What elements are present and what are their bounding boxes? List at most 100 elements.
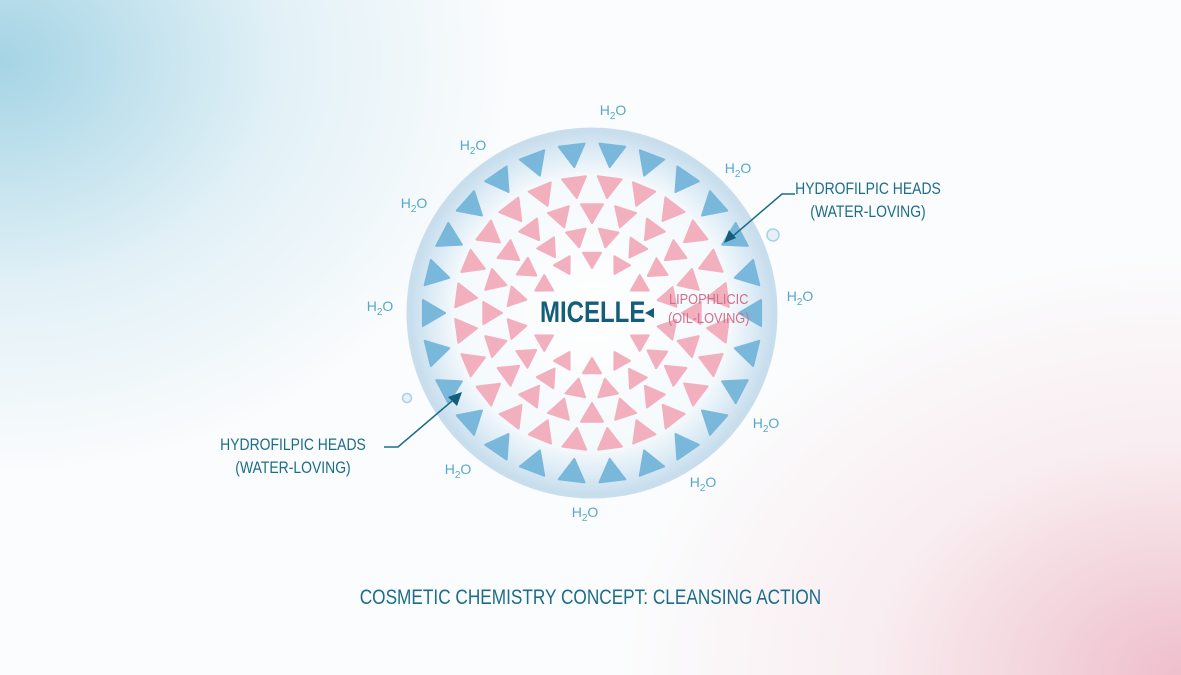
h2o-label: H2O (460, 137, 487, 157)
h2o-label: H2O (600, 102, 627, 122)
lipophilic-tail-triangle (484, 335, 508, 359)
lipophilic-tail-triangle (518, 217, 541, 242)
lipophilic-tail-triangle (475, 219, 501, 244)
lipophilic-tail-triangle (681, 301, 702, 325)
hydrophilic-head-triangle (598, 142, 627, 169)
lipophilic-tail-triangle (631, 181, 657, 207)
left-label-line1: HYDROFILPIC HEADS (220, 435, 366, 454)
lipophilic-tail-triangle (614, 205, 638, 229)
right-label-line2: (WATER-LOVING) (810, 202, 926, 221)
h2o-label: H2O (572, 504, 599, 524)
lipophilic-tail-triangle (613, 350, 631, 371)
lipophilic-tail-triangle (643, 217, 666, 242)
lipophilic-tail-triangle (553, 350, 571, 371)
hydrophilic-head-triangle (423, 339, 451, 368)
h2o-sub: 2 (734, 168, 741, 180)
lipophilic-tail-triangle (582, 251, 602, 269)
lipophilic-tail-triangle (498, 404, 523, 430)
hydrophilic-head-triangle (455, 190, 483, 217)
lipophilic-tail-triangle (646, 349, 669, 370)
lipophilic-tail-triangle (706, 317, 730, 344)
bubble (401, 392, 413, 404)
h2o-sub: 2 (609, 110, 616, 122)
lipophilic-tail-triangle (629, 334, 650, 352)
lipophilic-tail-triangle (643, 384, 666, 409)
h2o-label: H2O (690, 474, 717, 494)
h2o-sub: 2 (699, 482, 706, 494)
h2o-label: H2O (787, 288, 814, 308)
lipophilic-pointer-icon (645, 308, 654, 318)
h2o-label: H2O (753, 415, 780, 435)
h2o-o: O (475, 137, 487, 154)
h2o-h: H (459, 137, 470, 154)
hydrophilic-head-triangle (518, 449, 546, 477)
lipophilic-line1: LIPOPHLICIC (669, 291, 749, 308)
h2o-sub: 2 (796, 296, 803, 308)
right-label-line1: HYDROFILPIC HEADS (795, 179, 941, 198)
h2o-sub: 2 (454, 469, 461, 481)
lipophilic-tail-triangle (515, 349, 538, 369)
lipophilic-tail-triangle (597, 377, 619, 399)
left-leader-line (384, 400, 453, 448)
hydrophilic-head-triangle (455, 409, 483, 436)
lipophilic-tail-triangle (656, 286, 678, 308)
h2o-sub: 2 (469, 145, 476, 157)
h2o-o: O (802, 288, 814, 305)
h2o-h: H (752, 415, 763, 432)
lipophilic-tail-triangle (565, 227, 587, 249)
lipophilic-tail-triangle (656, 318, 678, 341)
bubble (766, 228, 780, 242)
hydrophilic-head-triangle (557, 457, 586, 484)
lipophilic-tail-triangle (614, 397, 638, 421)
micelle-sphere (406, 127, 778, 499)
hydrophilic-head-triangle (733, 339, 761, 368)
lipophilic-tail-triangle (496, 239, 521, 262)
lipophilic-tail-triangle (661, 403, 686, 430)
h2o-o: O (460, 461, 472, 478)
h2o-o: O (587, 504, 599, 521)
hydrophilic-head-triangle (598, 457, 627, 484)
lipophilic-tail-triangle (527, 181, 552, 207)
hydrophilic-head-triangle (435, 379, 463, 405)
lipophilic-tail-triangle (661, 196, 686, 222)
lipophilic-tail-triangle (663, 364, 688, 387)
lipophilic-tail-triangle (460, 248, 486, 274)
hydrophilic-head-triangle (674, 165, 700, 194)
h2o-o: O (768, 415, 780, 432)
right-hydrophilic-label: HYDROFILPIC HEADS (WATER-LOVING) (790, 177, 946, 223)
lipophilic-tail-triangle (582, 357, 602, 375)
hydrophilic-head-triangle (638, 149, 666, 177)
lipophilic-tail-triangle (546, 397, 570, 421)
lipophilic-tail-triangle (535, 367, 556, 390)
lipophilic-tail-triangle (515, 256, 538, 277)
h2o-o: O (705, 474, 717, 491)
lipophilic-tail-triangle (534, 334, 555, 352)
lipophilic-tail-triangle (484, 267, 508, 291)
lipophilic-tail-triangle (629, 274, 650, 292)
lipophilic-tail-triangle (580, 203, 604, 224)
hydrophilic-head-triangle (421, 299, 446, 327)
h2o-h: H (724, 160, 735, 177)
lipophilic-tail-triangle (683, 382, 709, 407)
left-label-line2: (WATER-LOVING) (235, 458, 351, 477)
lipophilic-tail-triangle (596, 175, 623, 199)
lipophilic-tail-triangle (628, 367, 648, 390)
hydrophilic-head-triangle (701, 190, 729, 217)
h2o-sub: 2 (581, 512, 588, 524)
h2o-h: H (599, 102, 610, 119)
h2o-sub: 2 (376, 306, 383, 318)
lipophilic-tail-triangle (460, 353, 486, 378)
lipophilic-line2: (OIL-LOVING) (668, 310, 750, 327)
lipophilic-tail-triangle (536, 236, 556, 259)
lipophilic-tail-triangle (506, 318, 528, 340)
hydrophilic-head-triangle (701, 409, 729, 436)
h2o-h: H (571, 504, 582, 521)
lipophilic-tail-triangle (663, 239, 688, 262)
lipophilic-tail-triangle (454, 318, 479, 344)
lipophilic-tail-triangle (580, 402, 604, 423)
lipophilic-tail-triangle (534, 274, 555, 292)
h2o-o: O (615, 102, 627, 119)
hydrophilic-head-triangle (721, 379, 749, 405)
molecule-triangles (421, 142, 763, 484)
hydrophilic-head-triangle (733, 258, 761, 287)
